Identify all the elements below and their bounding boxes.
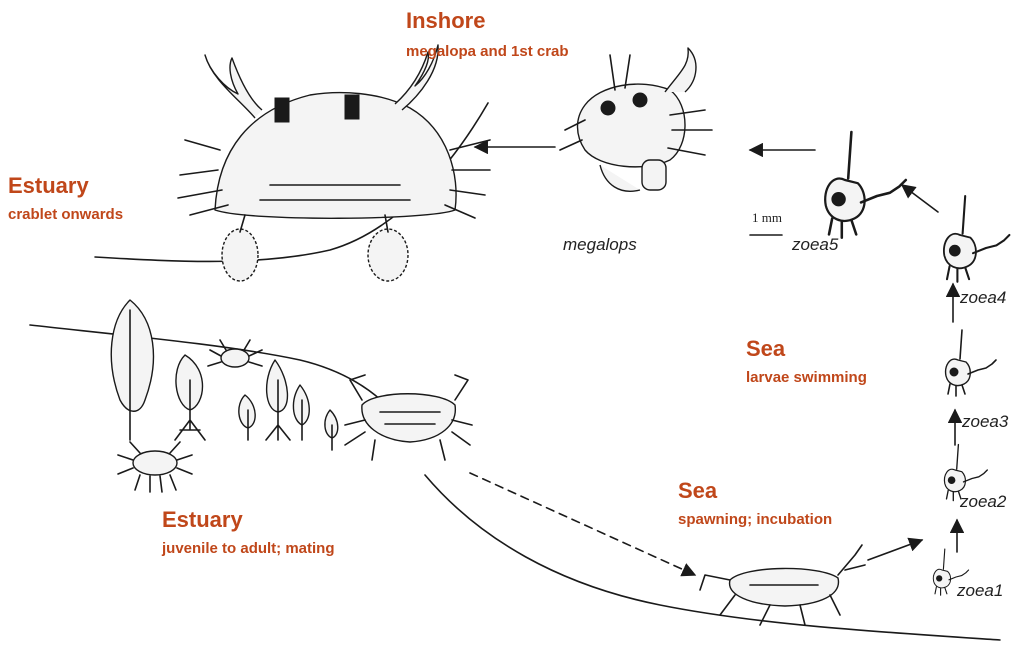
estuary-bottom-title: Estuary <box>162 507 243 532</box>
estuary-top-subtitle: crablet onwards <box>8 206 123 223</box>
sea-spawning-title: Sea <box>678 478 718 503</box>
zoea3-icon <box>946 330 996 396</box>
scale-bar: 1 mm <box>750 210 782 235</box>
scale-bar-label: 1 mm <box>752 210 782 225</box>
sea-spawning-subtitle: spawning; incubation <box>678 511 832 528</box>
megalopa-icon <box>560 48 712 191</box>
juvenile-crab-icon-2 <box>118 442 192 492</box>
zoea5-label: zoea5 <box>791 235 839 254</box>
spawning-crab-icon <box>700 545 865 625</box>
megalops-label: megalops <box>563 235 637 254</box>
ground-line-estuary <box>30 325 400 420</box>
estuary-top-title: Estuary <box>8 173 89 198</box>
zoea4-label: zoea4 <box>959 288 1006 307</box>
juvenile-crab-icon <box>208 340 262 367</box>
zoea2-label: zoea2 <box>959 492 1007 511</box>
estuary-bottom-subtitle: juvenile to adult; mating <box>161 540 335 557</box>
arrow-adult-to-spawning <box>470 473 695 575</box>
zoea1-label: zoea1 <box>956 581 1003 600</box>
sea-larvae-subtitle: larvae swimming <box>746 369 867 386</box>
adult-crab-icon <box>178 45 490 281</box>
inshore-subtitle: megalopa and 1st crab <box>406 43 569 60</box>
zoea4-icon <box>944 196 1010 282</box>
zoea3-label: zoea3 <box>961 412 1009 431</box>
arrow-spawning-to-zoea1 <box>868 540 922 560</box>
zoea5-icon <box>825 132 906 238</box>
arrow-zoea4-to-zoea5 <box>902 185 938 212</box>
sea-larvae-title: Sea <box>746 336 786 361</box>
mangrove-tree-icon <box>111 300 337 450</box>
inshore-title: Inshore <box>406 8 485 33</box>
